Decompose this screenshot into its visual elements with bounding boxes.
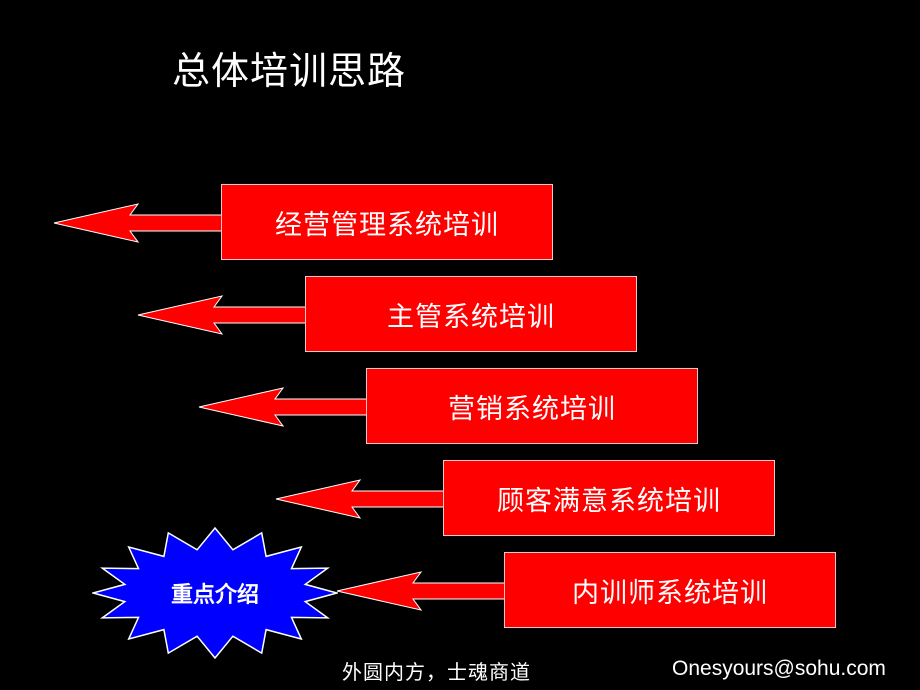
step-label: 主管系统培训 [387,301,555,333]
left-arrow-5 [336,571,508,611]
starburst-shape [92,527,338,659]
step-label: 内训师系统培训 [572,577,768,609]
left-arrow-2 [137,295,309,335]
step-box-marketing: 营销系统培训 [366,368,698,444]
step-box-internal-trainer: 内训师系统培训 [504,552,836,628]
left-arrow-3 [198,387,370,427]
step-label: 经营管理系统培训 [275,209,499,241]
highlight-label: 重点介绍 [170,583,259,608]
step-label: 顾客满意系统培训 [497,485,721,517]
left-arrow-1 [53,203,225,243]
slide-title: 总体培训思路 [172,49,407,93]
step-label: 营销系统培训 [448,393,616,425]
left-arrow-4 [275,479,447,519]
footer-motto: 外圆内方，士魂商道 [342,660,531,684]
step-box-supervisor: 主管系统培训 [305,276,637,352]
footer-email: Onesyours@sohu.com [672,657,886,680]
step-box-management: 经营管理系统培训 [221,184,553,260]
step-box-customer-satisfaction: 顾客满意系统培训 [443,460,775,536]
